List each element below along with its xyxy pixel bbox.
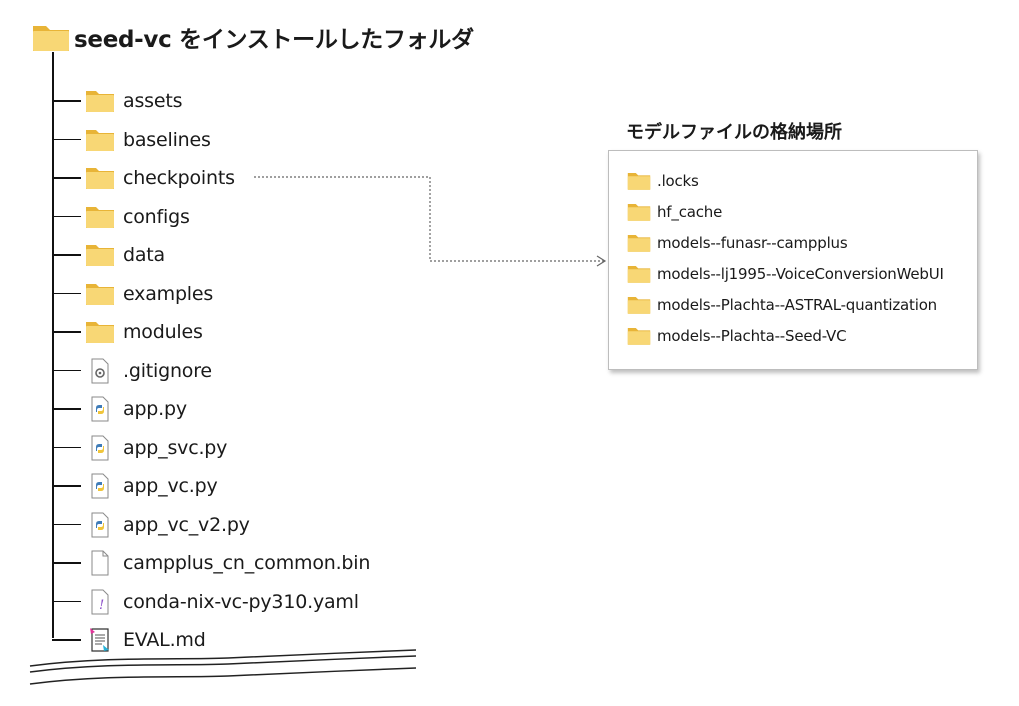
folder-icon	[85, 319, 115, 345]
tree-item-label: app_vc_v2.py	[123, 513, 250, 536]
model-folder-label: models--Plachta--ASTRAL-quantization	[657, 296, 937, 314]
model-folder-label: .locks	[657, 172, 699, 190]
model-folder-item[interactable]: models--Plachta--ASTRAL-quantization	[627, 292, 937, 318]
tree-item-label: baselines	[123, 128, 211, 151]
model-box-title: モデルファイルの格納場所	[626, 122, 842, 143]
model-folder-item[interactable]: models--lj1995--VoiceConversionWebUI	[627, 261, 944, 287]
tree-item[interactable]: ! conda-nix-vc-py310.yaml	[85, 588, 359, 616]
model-folder-label: models--Plachta--Seed-VC	[657, 327, 847, 345]
model-folder-label: models--lj1995--VoiceConversionWebUI	[657, 265, 944, 283]
tree-branch-line	[52, 100, 81, 102]
svg-text:!: !	[99, 598, 104, 613]
root-folder-icon	[32, 22, 70, 52]
tree-item-label: .gitignore	[123, 359, 212, 382]
tree-item[interactable]: campplus_cn_common.bin	[85, 549, 370, 577]
tree-item-label: app_svc.py	[123, 436, 228, 459]
tree-item-label: conda-nix-vc-py310.yaml	[123, 590, 359, 613]
tree-item-label: data	[123, 244, 165, 266]
tree-branch-line	[52, 408, 81, 410]
tree-branch-line	[52, 600, 81, 602]
tree-item-label: app.py	[123, 398, 187, 420]
python-file-icon	[85, 435, 115, 461]
folder-icon	[627, 326, 651, 346]
tree-item[interactable]: EVAL.md	[85, 626, 206, 654]
tree-trunk-line	[52, 52, 54, 638]
tree-branch-line	[52, 523, 81, 525]
tree-item-label: EVAL.md	[123, 629, 206, 651]
model-folder-item[interactable]: models--Plachta--Seed-VC	[627, 323, 847, 349]
continuation-break-lines	[29, 649, 417, 685]
tree-item[interactable]: .gitignore	[85, 357, 212, 385]
tree-branch-line	[52, 177, 81, 179]
model-folder-item[interactable]: .locks	[627, 168, 699, 194]
tree-item[interactable]: baselines	[85, 126, 211, 154]
python-file-icon	[85, 512, 115, 538]
tree-branch-line	[52, 369, 81, 371]
tree-item[interactable]: examples	[85, 280, 213, 308]
tree-item-label: examples	[123, 282, 214, 305]
tree-branch-line	[52, 485, 81, 487]
tree-item[interactable]: checkpoints	[85, 164, 235, 192]
tree-branch-line	[52, 446, 81, 448]
folder-icon	[85, 127, 115, 153]
tree-item[interactable]: app_vc_v2.py	[85, 511, 250, 539]
folder-icon	[627, 264, 651, 284]
folder-icon	[85, 204, 115, 230]
folder-icon	[85, 242, 115, 268]
tree-branch-line	[52, 138, 81, 140]
folder-icon	[627, 295, 651, 315]
model-folder-item[interactable]: models--funasr--campplus	[627, 230, 848, 256]
model-files-box: .locks hf_cache models--funasr--campplus…	[608, 150, 978, 370]
folder-icon	[85, 88, 115, 114]
model-folder-label: hf_cache	[657, 203, 723, 221]
python-file-icon	[85, 396, 115, 422]
tree-item[interactable]: data	[85, 241, 165, 269]
model-folder-item[interactable]: hf_cache	[627, 199, 722, 225]
model-folder-label: models--funasr--campplus	[657, 234, 848, 252]
tree-item[interactable]: app_svc.py	[85, 434, 227, 462]
tree-branch-line	[52, 292, 81, 294]
tree-item-label: checkpoints	[123, 167, 235, 189]
folder-icon	[85, 281, 115, 307]
folder-icon	[627, 202, 651, 222]
tree-item[interactable]: configs	[85, 203, 190, 231]
tree-branch-line	[52, 639, 81, 641]
tree-item[interactable]: modules	[85, 318, 203, 346]
tree-item-label: modules	[123, 321, 203, 343]
tree-branch-line	[52, 254, 81, 256]
yaml-file-icon: !	[85, 589, 115, 615]
root-folder-title: seed-vc をインストールしたフォルダ	[74, 27, 474, 53]
markdown-file-icon	[85, 627, 115, 653]
blank-file-icon	[85, 550, 115, 576]
tree-item-label: app_vc.py	[123, 475, 218, 497]
tree-item-label: campplus_cn_common.bin	[123, 552, 371, 574]
folder-icon	[627, 171, 651, 191]
gear-file-icon	[85, 358, 115, 384]
python-file-icon	[85, 473, 115, 499]
tree-item-label: assets	[123, 90, 183, 112]
tree-item-label: configs	[123, 205, 190, 228]
tree-branch-line	[52, 215, 81, 217]
tree-item[interactable]: assets	[85, 87, 182, 115]
tree-item[interactable]: app_vc.py	[85, 472, 218, 500]
folder-icon	[85, 165, 115, 191]
folder-icon	[627, 233, 651, 253]
tree-item[interactable]: app.py	[85, 395, 187, 423]
tree-branch-line	[52, 331, 81, 333]
tree-branch-line	[52, 562, 81, 564]
